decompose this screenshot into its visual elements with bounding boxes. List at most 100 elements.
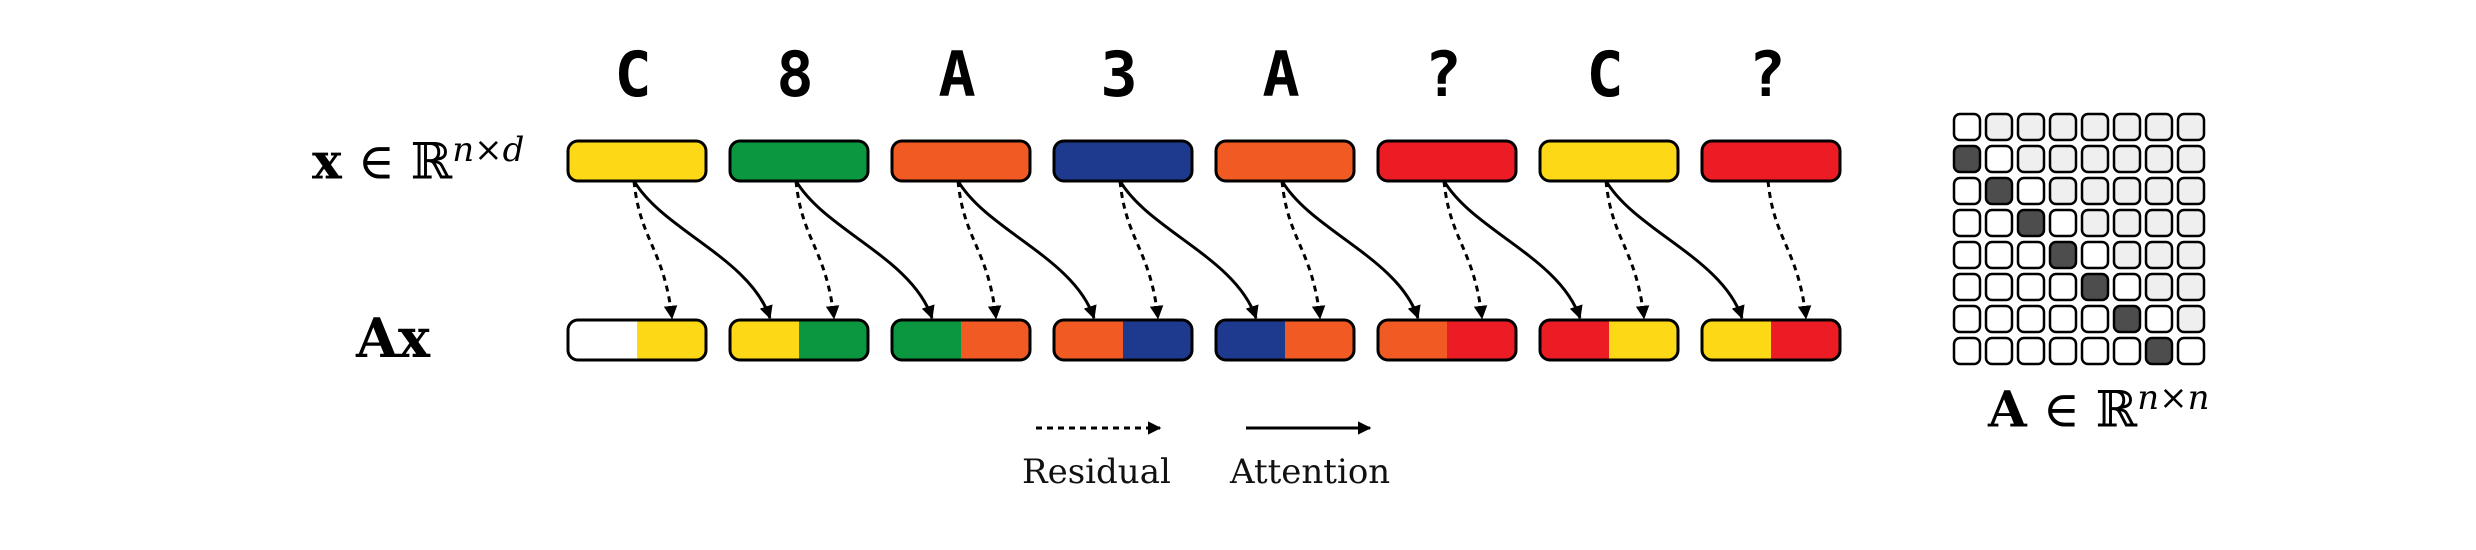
ax-row-label: Ax [356,306,431,370]
matrix-cell [2176,272,2206,302]
matrix-dims: n×n [2137,378,2210,418]
residual-edge [1604,180,1650,320]
ax-box-right-half [1285,320,1354,360]
matrix-label: A ∈ ℝn×n [1988,378,2209,439]
matrix-cell [2080,240,2110,270]
matrix-cell [1952,304,1982,334]
matrix-cell [1984,336,2014,366]
x-token-box [1700,139,1842,183]
matrix-cell [2112,144,2142,174]
matrix-cell [1984,208,2014,238]
matrix-cell [2048,112,2078,142]
matrix-cell [2176,112,2206,142]
matrix-field: ℝ [2095,380,2138,439]
ax-box-outline [1538,318,1680,362]
matrix-cell [2112,336,2142,366]
residual-edge [1118,180,1164,320]
matrix-cell [2112,176,2142,206]
matrix-cell [2176,144,2206,174]
attention-edge [1442,180,1583,320]
residual-edge [632,180,678,320]
matrix-cell [2048,336,2078,366]
matrix-cell [1952,240,1982,270]
ax-box-right-half [1609,320,1678,360]
token-label: 3 [1100,38,1138,111]
x-token-box [890,139,1032,183]
matrix-cell [2080,144,2110,174]
matrix-cell [2016,272,2046,302]
matrix-cell [1952,112,1982,142]
matrix-cell [2048,144,2078,174]
matrix-cell [1984,272,2014,302]
x-token-box [728,139,870,183]
ax-box-outline [1052,318,1194,362]
matrix-cell [2144,208,2174,238]
matrix-cell [1952,336,1982,366]
matrix-cell [2080,208,2110,238]
matrix-cell [2144,336,2174,366]
matrix-cell [2048,176,2078,206]
ax-box-left-half [730,320,799,360]
matrix-cell [2112,272,2142,302]
x-token-box [566,139,708,183]
matrix-cell [2144,176,2174,206]
matrix-cell [2016,240,2046,270]
token-label: A [938,38,976,111]
matrix-cell [2144,304,2174,334]
x-row-label: x ∈ ℝn×d [312,130,524,191]
ax-token-box [728,318,870,362]
matrix-cell [2016,112,2046,142]
matrix-cell [2048,208,2078,238]
matrix-cell [1984,304,2014,334]
token-label: C [614,38,652,111]
ax-box-outline [1700,318,1842,362]
matrix-cell [2176,304,2206,334]
matrix-cell [2080,176,2110,206]
token-label: ? [1748,38,1786,111]
token-label: 8 [776,38,814,111]
matrix-cell [2176,336,2206,366]
x-token-box [1538,139,1680,183]
ax-token-box [1214,318,1356,362]
ax-box-left-half [1702,320,1771,360]
matrix-cell [2016,336,2046,366]
matrix-cell [2048,304,2078,334]
matrix-cell [2176,208,2206,238]
residual-edge [956,180,1002,320]
matrix-cell [2080,304,2110,334]
matrix-cell [2016,208,2046,238]
ax-token-box [890,318,1032,362]
matrix-cell [1952,208,1982,238]
token-label: A [1262,38,1300,111]
matrix-cell [2144,144,2174,174]
ax-box-right-half [1123,320,1192,360]
residual-edge [794,180,840,320]
ax-token-box [1538,318,1680,362]
legend-residual-label: Residual [1022,452,1171,492]
ax-box-outline [728,318,870,362]
ax-box-right-half [1447,320,1516,360]
matrix-cell [2144,272,2174,302]
attention-edge [1604,180,1745,320]
ax-box-right-half [1771,320,1840,360]
ax-box-left-half [1540,320,1609,360]
matrix-cell [2112,112,2142,142]
ax-box-right-half [961,320,1030,360]
x-in-symbol: ∈ [357,132,395,191]
matrix-cell [2144,240,2174,270]
legend-attention-label: Attention [1230,452,1391,492]
ax-box-outline [1214,318,1356,362]
token-label: ? [1424,38,1462,111]
ax-box-left-half [1054,320,1123,360]
attention-edge [1280,180,1421,320]
ax-box-right-half [637,320,706,360]
attention-edge [956,180,1097,320]
x-var: x [312,131,342,191]
matrix-cell [1952,176,1982,206]
matrix-cell [1952,272,1982,302]
x-field: ℝ [410,132,453,191]
ax-token-box [566,318,708,362]
residual-edge [1766,180,1812,320]
